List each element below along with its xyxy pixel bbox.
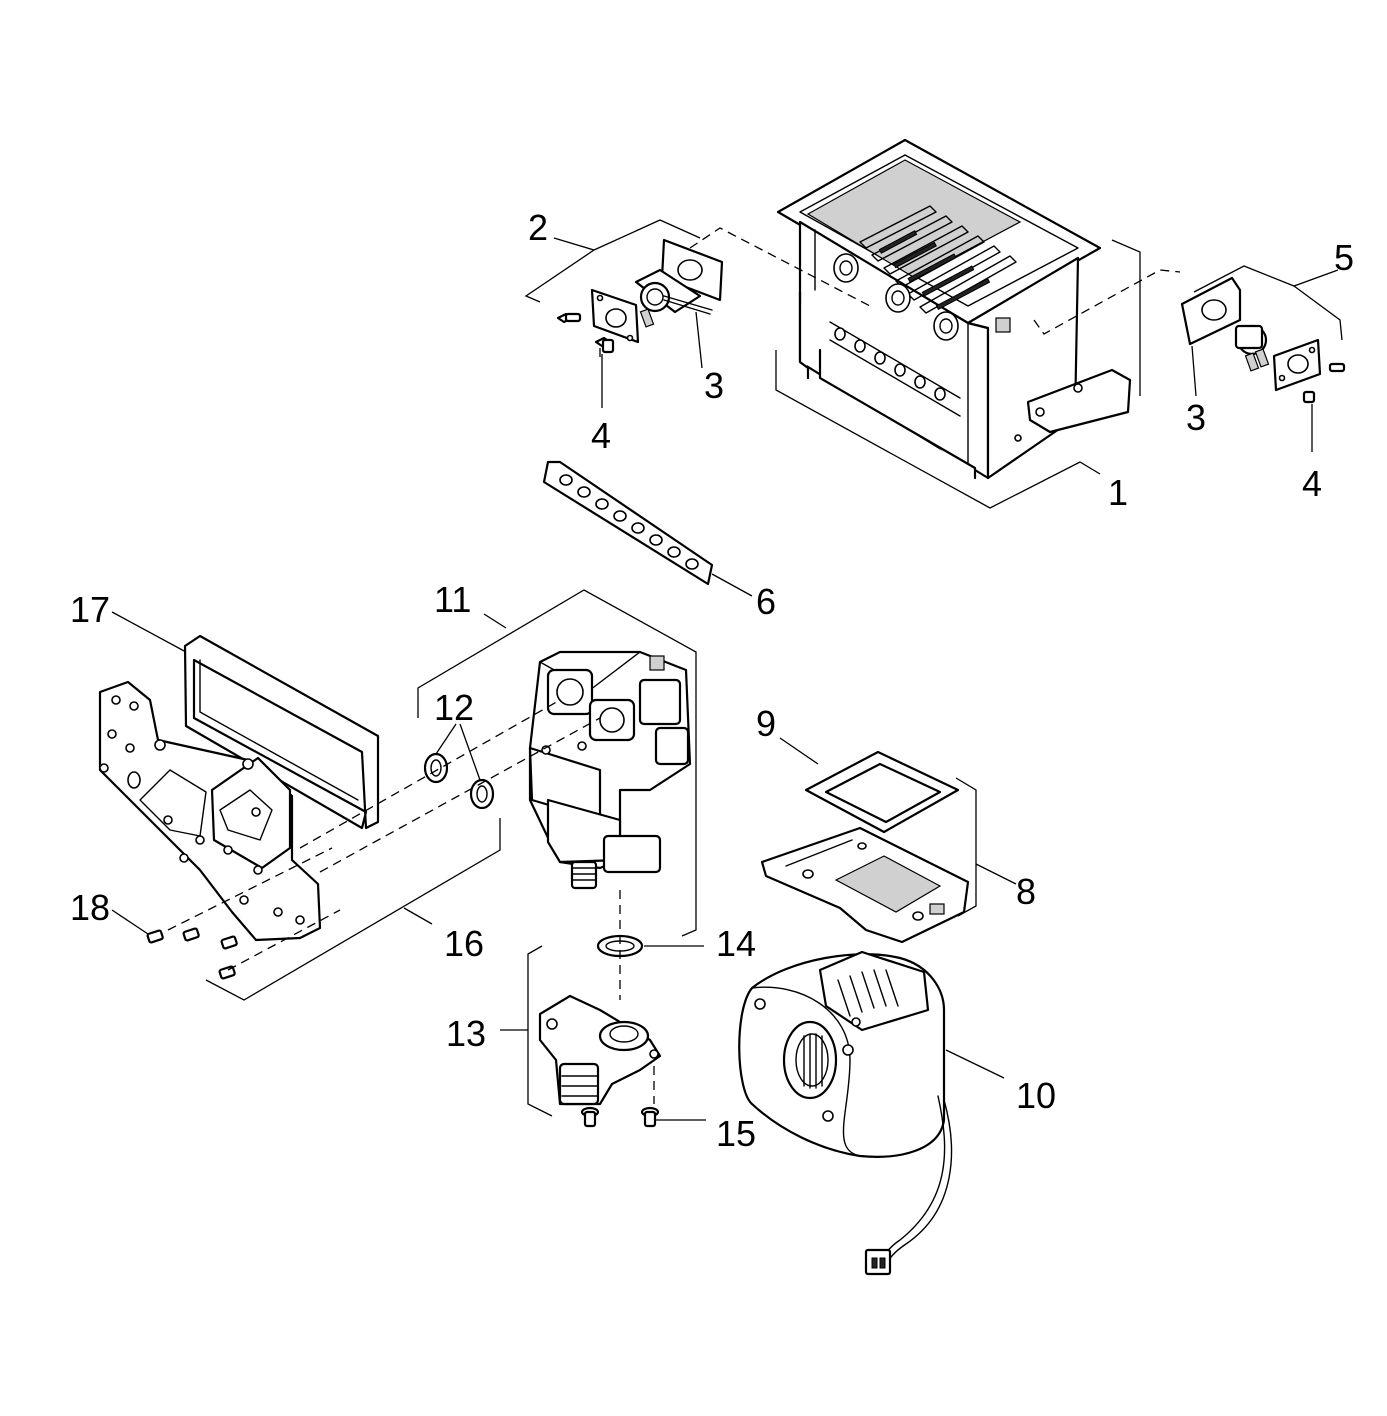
heat-exchanger-part-1: [776, 138, 1132, 480]
fan-plate-part-8: [760, 826, 970, 944]
callout-6: 6: [756, 581, 776, 622]
callout-brackets: [111, 219, 1343, 1121]
callout-4-left: 4: [591, 415, 611, 456]
callout-10: 10: [1016, 1075, 1056, 1116]
callout-13: 13: [446, 1013, 486, 1054]
callout-5: 5: [1334, 237, 1354, 278]
callout-3-left: 3: [704, 365, 724, 406]
callout-9: 9: [756, 703, 776, 744]
o-rings-part-12: [423, 752, 495, 810]
callout-12: 12: [434, 687, 474, 728]
gasket-part-9: [804, 750, 960, 834]
electrode-assembly-part-2: [556, 238, 724, 354]
callout-2: 2: [528, 207, 548, 248]
electrode-assembly-part-5: [1180, 276, 1346, 404]
screws-part-15: [580, 1106, 660, 1128]
burner-gasket-part-6: [542, 460, 714, 586]
callout-labels: 1 2 3 3 4 4 5 6 8 9 10 11 12 13 14 15 16…: [70, 207, 1354, 1154]
callout-1: 1: [1108, 472, 1128, 513]
fan-part-10: [738, 950, 953, 1276]
gas-valve-part-11: [528, 650, 692, 890]
callout-4-right: 4: [1302, 463, 1322, 504]
callout-18: 18: [70, 887, 110, 928]
frame-gasket-part-17: [183, 634, 380, 830]
callout-8: 8: [1016, 871, 1036, 912]
callout-17: 17: [70, 589, 110, 630]
screws-part-18: [146, 927, 238, 980]
callout-11: 11: [434, 579, 471, 620]
callout-16: 16: [444, 923, 484, 964]
callout-3-right: 3: [1186, 397, 1206, 438]
manifold-plate-part-16: [98, 680, 322, 942]
callout-14: 14: [716, 923, 756, 964]
callout-15: 15: [716, 1113, 756, 1154]
gas-inlet-part-13: [538, 994, 662, 1106]
alignment-lines: [167, 227, 1181, 1104]
